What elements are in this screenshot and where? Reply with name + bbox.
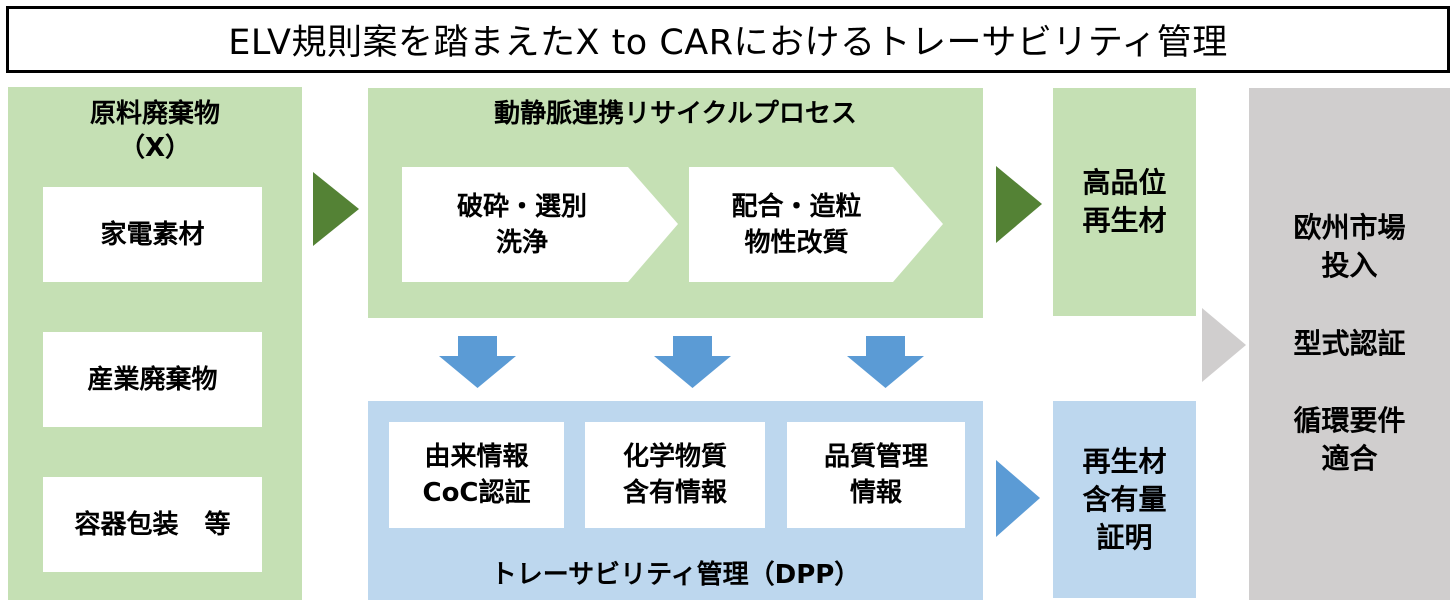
arrow-down-icon [847,336,924,388]
source-item-industrial: 産業廃棄物 [43,332,262,427]
output-material-box: 高品位 再生材 [1053,88,1196,316]
market-item-type-approval: 型式認証 [1293,327,1406,360]
arrow-right-icon [996,166,1042,243]
trace-item-origin: 由来情報 CoC認証 [389,422,564,528]
chevron-step-shape [689,167,943,282]
traceability-label: トレーサビリティ管理（DPP） [490,560,861,590]
chevron-step-shape [402,167,678,282]
arrow-right-icon [1202,308,1246,382]
trace-item-chemical: 化学物質 含有情報 [585,422,765,528]
trace-item-quality: 品質管理 情報 [787,422,965,528]
market-item-eu: 欧州市場 投入 [1293,211,1406,282]
source-item-appliance: 家電素材 [43,187,262,282]
proof-box: 再生材 含有量 証明 [1053,401,1196,598]
market-item-circularity: 循環要件 適合 [1293,404,1406,475]
source-item-packaging: 容器包装 等 [43,477,262,572]
market-panel [1249,88,1450,600]
process-header: 動静脈連携リサイクルプロセス [494,99,857,129]
arrow-right-icon [313,172,359,246]
arrow-down-icon [654,336,731,388]
source-header: 原料廃棄物 （X） [89,99,220,163]
page-title: ELV規則案を踏まえたX to CARにおけるトレーサビリティ管理 [6,6,1450,73]
process-step-crush: 破砕・選別 洗浄 [456,191,587,258]
arrow-down-icon [439,336,516,388]
process-step-compound: 配合・造粒 物性改質 [731,191,862,258]
arrow-right-icon [996,460,1040,537]
